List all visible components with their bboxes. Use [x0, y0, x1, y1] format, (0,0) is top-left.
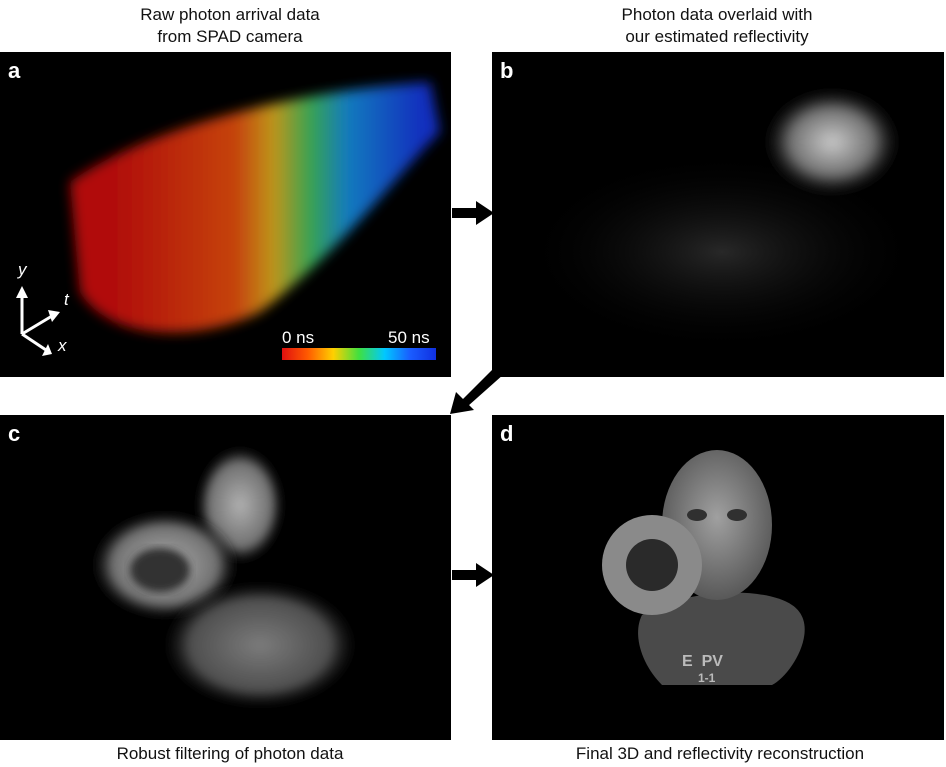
panel-c-image: [90, 445, 360, 710]
shirt-text-line2: 1-1: [698, 671, 716, 685]
panel-b-reflectivity-overlay: b: [492, 52, 944, 377]
arrow-a-to-b: [452, 201, 494, 225]
panel-b-label: b: [500, 58, 514, 83]
colorbar: [282, 348, 436, 360]
panel-d-image: [602, 450, 805, 685]
arrow-b-to-c: [450, 366, 504, 414]
caption-b: Photon data overlaid with our estimated …: [621, 5, 813, 46]
axis-indicator: [16, 286, 60, 356]
axis-t-label: t: [64, 290, 69, 309]
panel-b-image: [522, 87, 922, 352]
panel-c-label: c: [8, 421, 21, 446]
shirt-text-line1: E PV: [682, 653, 723, 670]
panel-c-filtered-photons: c: [0, 415, 451, 740]
panel-d-reconstruction: d E PV 1-1: [492, 415, 944, 740]
axis-y-label: y: [18, 260, 27, 279]
colorbar-min-label: 0 ns: [282, 328, 315, 347]
panel-a-label: a: [8, 58, 21, 83]
caption-a: Raw photon arrival data from SPAD camera: [140, 5, 320, 46]
colorbar-max-label: 50 ns: [388, 328, 430, 347]
axis-x-label: x: [58, 336, 67, 355]
arrow-c-to-d: [452, 563, 494, 587]
panel-d-label: d: [500, 421, 514, 446]
panel-a-raw-photon-data: a y t x 0 ns 50 ns: [0, 52, 451, 377]
panel-a-image: [70, 82, 440, 333]
caption-c: Robust filtering of photon data: [116, 744, 344, 763]
caption-d: Final 3D and reflectivity reconstruction: [575, 744, 865, 763]
